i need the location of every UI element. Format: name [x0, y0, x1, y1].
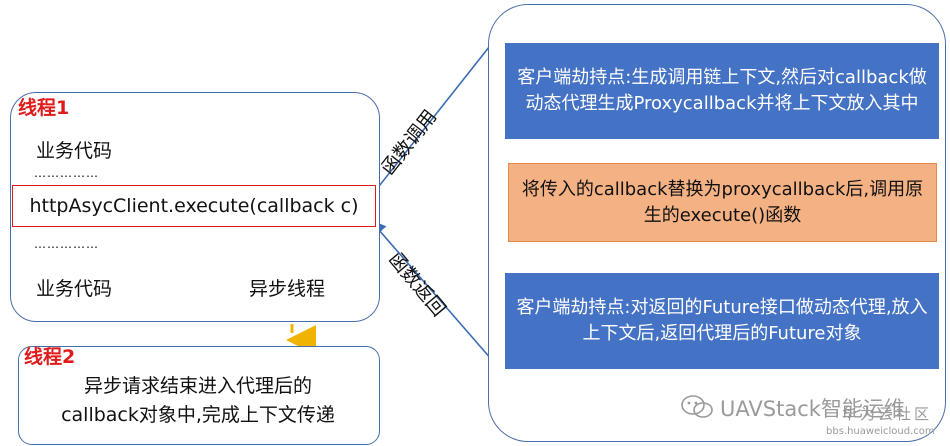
thread1-ellipsis-bottom: …………… — [34, 237, 99, 251]
watermark-community: 华为云社区 — [842, 405, 933, 423]
thread1-ellipsis-top: …………… — [34, 166, 99, 180]
thread2-box — [18, 346, 380, 445]
step-replace-callback-text: 将传入的callback替换为proxycallback后,调用原生的execu… — [521, 178, 924, 226]
step-proxy-future-text: 客户端劫持点:对返回的Future接口做动态代理,放入上下文后,返回代理后的Fu… — [516, 297, 928, 344]
execute-call-text: httpAsycClient.execute(callback c) — [29, 195, 359, 217]
step-proxy-future: 客户端劫持点:对返回的Future接口做动态代理,放入上下文后,返回代理后的Fu… — [505, 273, 939, 369]
async-thread-label: 异步线程 — [249, 278, 326, 300]
wechat-icon — [681, 395, 713, 418]
thread1-title: 线程1 — [18, 97, 70, 119]
execute-call-box: httpAsycClient.execute(callback c) — [12, 185, 376, 227]
step-replace-callback: 将传入的callback替换为proxycallback后,调用原生的execu… — [508, 163, 937, 242]
thread1-business-code-top: 业务代码 — [36, 140, 113, 162]
step-generate-context: 客户端劫持点:生成调用链上下文,然后对callback做动态代理生成Proxyc… — [505, 43, 939, 139]
thread2-title: 线程2 — [24, 346, 76, 368]
thread2-line1: 异步请求结束进入代理后的 — [83, 375, 312, 397]
watermark-url: bbs.huaweicloud.com — [826, 426, 935, 437]
watermark-brand: UAVStack智能运维 — [720, 397, 905, 421]
step-generate-context-text: 客户端劫持点:生成调用链上下文,然后对callback做动态代理生成Proxyc… — [517, 67, 927, 114]
thread1-business-code-bottom: 业务代码 — [36, 278, 113, 300]
thread2-line2: callback对象中,完成上下文传递 — [61, 404, 335, 426]
